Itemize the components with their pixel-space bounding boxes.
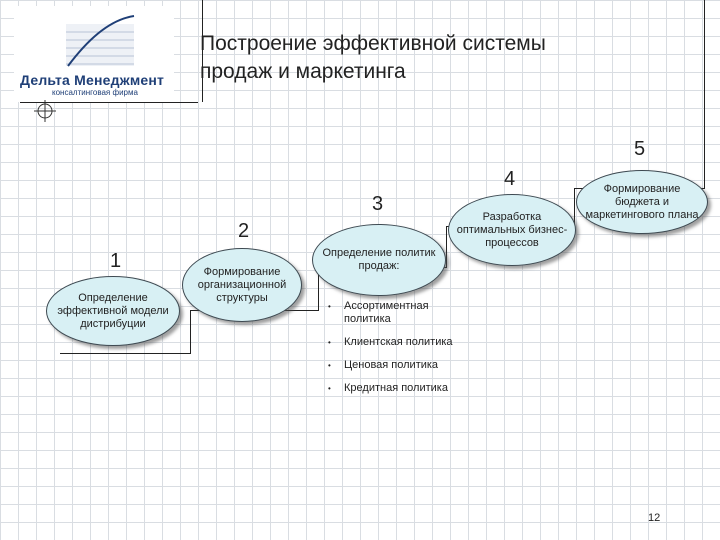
list-item: • Клиентская политика: [328, 336, 464, 349]
step-1-label: Определение эффективной модели дистрибуц…: [57, 291, 169, 330]
page-number: 12: [648, 512, 661, 524]
title-divider-line: [202, 0, 203, 102]
step-2-label: Формирование организационной структуры: [197, 265, 287, 304]
policies-list: • Ассортиментная политика • Клиентская п…: [328, 300, 464, 405]
bullet-icon: •: [328, 338, 331, 347]
step-5-label: Формирование бюджета и маркетингового пл…: [585, 182, 699, 221]
step-number-5: 5: [634, 138, 646, 160]
step-2-ellipse[interactable]: Формирование организационной структуры: [182, 248, 302, 322]
step-5-ellipse[interactable]: Формирование бюджета и маркетингового пл…: [576, 170, 708, 234]
logo-name: Дельта Менеджмент: [20, 72, 165, 88]
policy-label: Кредитная политика: [344, 382, 448, 394]
bullet-icon: •: [328, 384, 331, 393]
bullet-icon: •: [328, 361, 331, 370]
step-4-label: Разработка оптимальных бизнес-процессов: [456, 210, 568, 249]
stair-riser-4: [574, 188, 575, 227]
title-line-1: Построение эффективной системы: [200, 32, 546, 55]
policy-label: Клиентская политика: [344, 336, 453, 348]
step-4-ellipse[interactable]: Разработка оптимальных бизнес-процессов: [448, 194, 576, 266]
step-number-3: 3: [372, 193, 384, 215]
stair-riser-2: [318, 267, 319, 311]
stair-step-1: [60, 353, 190, 354]
slide-title: Построение эффективной системы продаж и …: [200, 30, 546, 86]
crosshair-marker-icon: [34, 100, 56, 122]
step-3-ellipse[interactable]: Определение политик продаж:: [312, 224, 446, 296]
step-3-label: Определение политик продаж:: [322, 247, 436, 272]
list-item: • Кредитная политика: [328, 382, 464, 395]
stair-riser-3: [446, 226, 447, 268]
policy-label: Ассортиментная политика: [344, 300, 429, 325]
logo-subtitle: консалтинговая фирма: [52, 88, 138, 97]
step-number-4: 4: [504, 168, 516, 190]
bullet-icon: •: [328, 302, 331, 311]
step-number-1: 1: [110, 250, 122, 272]
step-number-2: 2: [238, 220, 250, 242]
header-underline: [20, 102, 198, 103]
step-1-ellipse[interactable]: Определение эффективной модели дистрибуц…: [46, 276, 180, 346]
list-item: • Ценовая политика: [328, 359, 464, 372]
list-item: • Ассортиментная политика: [328, 300, 464, 326]
policy-label: Ценовая политика: [344, 359, 439, 371]
stair-riser-1: [190, 310, 191, 354]
right-border-line: [704, 0, 705, 189]
title-line-2: продаж и маркетинга: [200, 60, 406, 83]
company-logo: [14, 6, 174, 102]
logo-mark-icon: [66, 15, 135, 67]
